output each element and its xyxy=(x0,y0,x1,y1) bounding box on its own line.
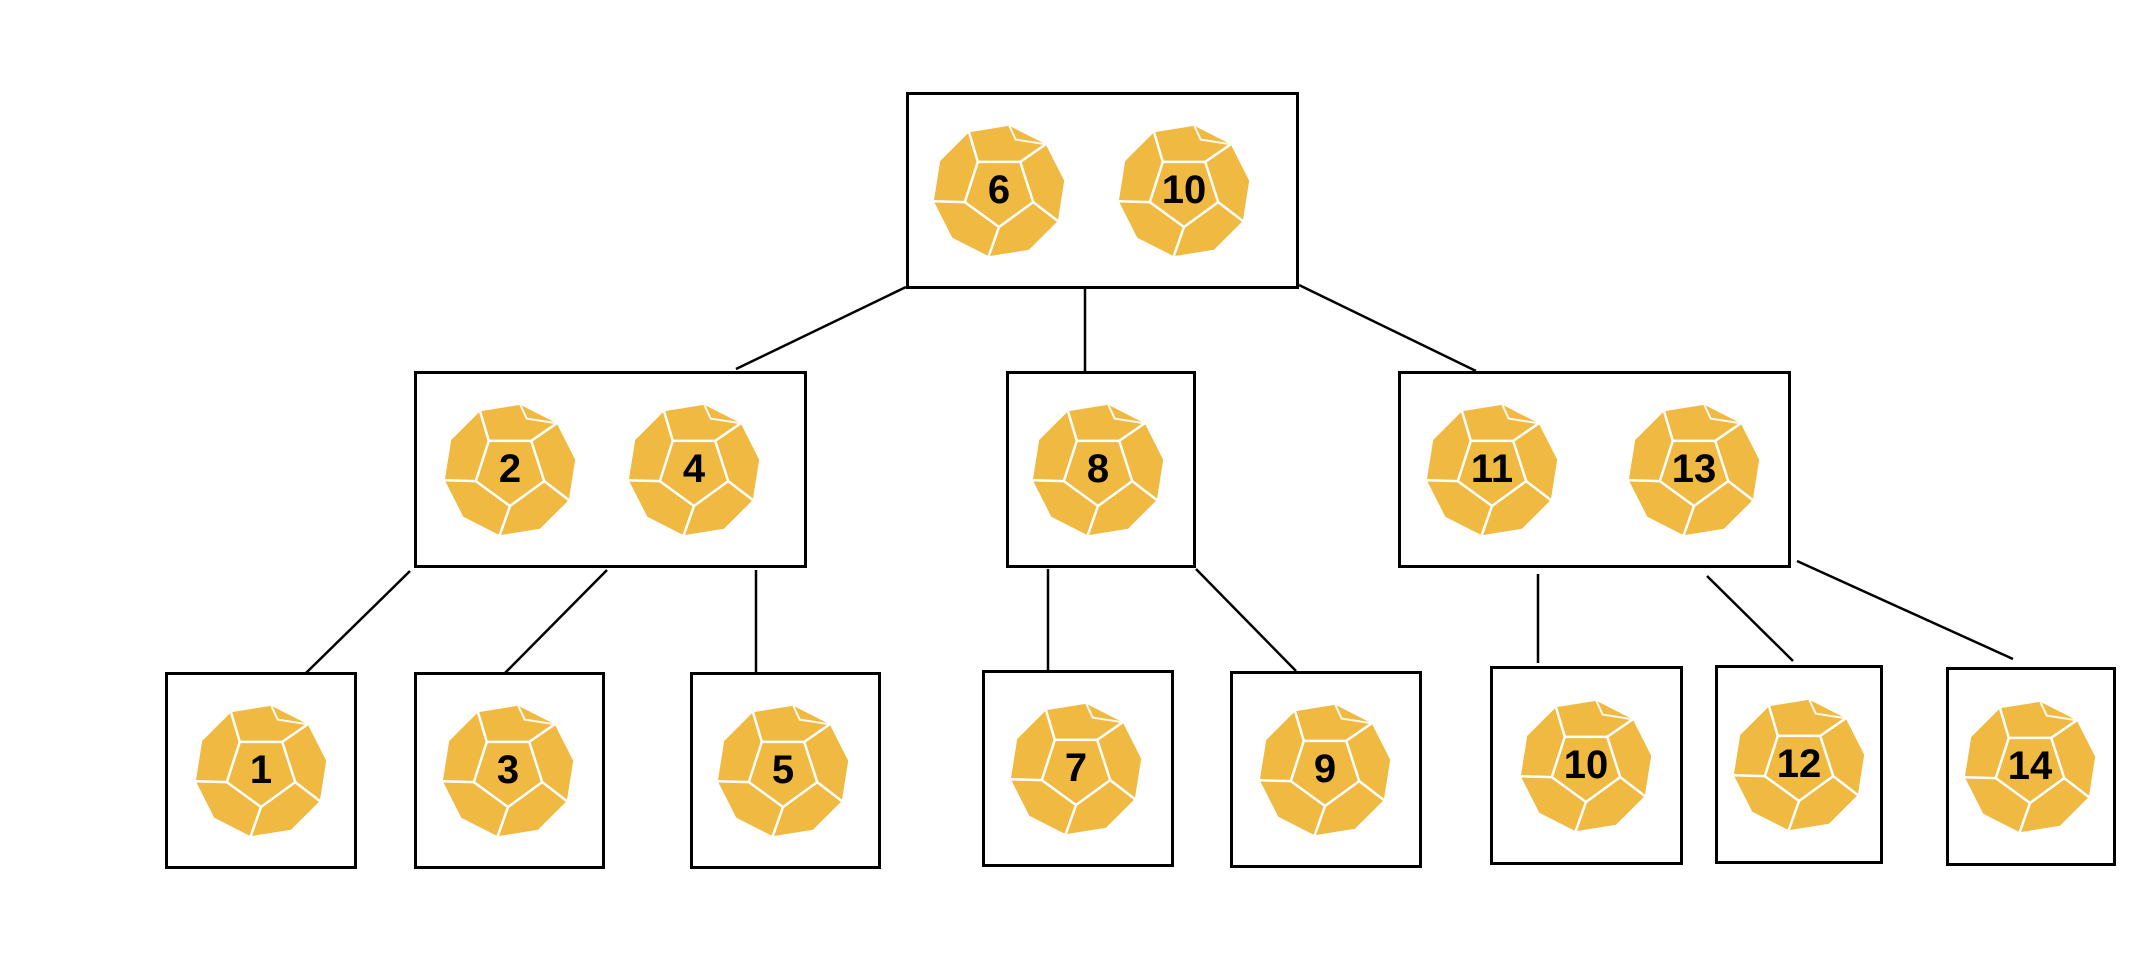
die-value: 2 xyxy=(498,447,522,491)
tree-node-leaf-12: 12 xyxy=(1715,665,1883,864)
die-value: 13 xyxy=(1671,447,1717,491)
dodecahedron-icon: 9 xyxy=(1255,700,1395,840)
dodecahedron-icon: 1 xyxy=(191,701,331,841)
tree-node-leaf-9: 9 xyxy=(1230,671,1422,868)
die-value: 14 xyxy=(2007,744,2053,788)
edge-root-to-left xyxy=(735,285,907,371)
tree-node-leaf-1: 1 xyxy=(165,672,357,869)
dodecahedron-icon: 14 xyxy=(1960,697,2100,837)
die-value: 1 xyxy=(249,748,273,792)
die-value: 6 xyxy=(987,168,1011,212)
dodecahedron-icon: 10 xyxy=(1516,696,1656,836)
edge-right-to-leaf-14 xyxy=(1796,559,2014,661)
dodecahedron-icon: 2 xyxy=(440,400,580,540)
dodecahedron-icon: 7 xyxy=(1006,699,1146,839)
dodecahedron-icon: 4 xyxy=(624,400,764,540)
tree-node-leaf-10: 10 xyxy=(1490,666,1683,865)
dodecahedron-icon: 5 xyxy=(713,701,853,841)
dodecahedron-icon: 6 xyxy=(929,121,1069,261)
die-value: 10 xyxy=(1161,168,1207,212)
tree-node-right: 11 13 xyxy=(1398,371,1791,568)
die-value: 11 xyxy=(1470,447,1514,491)
dodecahedron-icon: 3 xyxy=(438,701,578,841)
dodecahedron-icon: 11 xyxy=(1422,400,1562,540)
die-value: 12 xyxy=(1776,742,1822,786)
die-value: 10 xyxy=(1563,743,1609,787)
edge-left-to-leaf-3 xyxy=(504,569,608,674)
dodecahedron-icon: 8 xyxy=(1028,400,1168,540)
edge-right-to-leaf-12 xyxy=(1706,575,1794,662)
edge-left-to-leaf-1 xyxy=(305,570,411,674)
dodecahedron-icon: 12 xyxy=(1729,695,1869,835)
die-value: 3 xyxy=(496,748,520,792)
dodecahedron-icon: 10 xyxy=(1114,121,1254,261)
tree-node-middle: 8 xyxy=(1006,371,1196,568)
edge-root-to-right xyxy=(1298,283,1477,373)
dodecahedron-icon: 13 xyxy=(1624,400,1764,540)
die-value: 4 xyxy=(682,447,706,491)
tree-node-root: 6 10 xyxy=(906,92,1299,289)
tree-node-leaf-14: 14 xyxy=(1946,667,2116,866)
die-value: 8 xyxy=(1086,447,1110,491)
tree-node-leaf-5: 5 xyxy=(690,672,881,869)
die-value: 9 xyxy=(1313,747,1337,791)
edge-middle-to-leaf-9 xyxy=(1195,568,1297,672)
die-value: 7 xyxy=(1064,746,1088,790)
tree-node-leaf-7: 7 xyxy=(982,670,1174,867)
tree-node-leaf-3: 3 xyxy=(414,672,605,869)
die-value: 5 xyxy=(771,748,795,792)
